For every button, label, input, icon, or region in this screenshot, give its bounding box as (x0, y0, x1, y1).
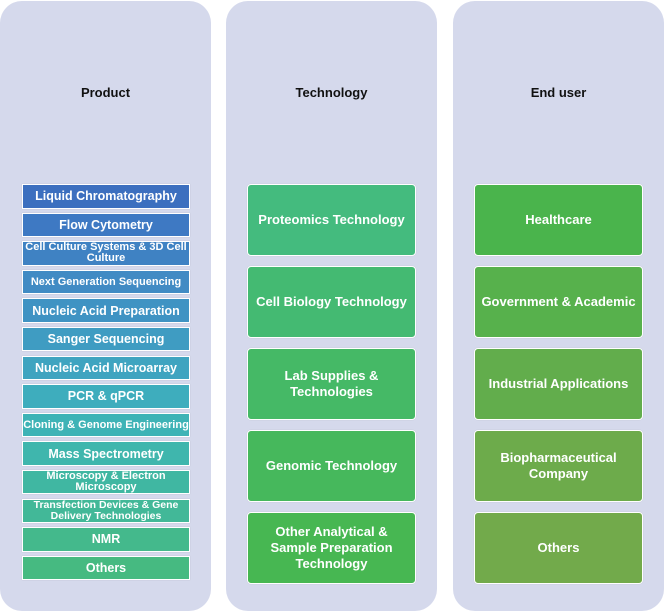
product-column: Product Liquid Chromatography Flow Cytom… (0, 1, 211, 611)
product-item-sanger-sequencing: Sanger Sequencing (22, 326, 190, 352)
product-item-liquid-chromatography: Liquid Chromatography (22, 184, 190, 209)
end-user-list: Healthcare Government & Academic Industr… (474, 184, 643, 594)
end-user-item-government-academic: Government & Academic (474, 266, 643, 338)
end-user-item-industrial-applications: Industrial Applications (474, 348, 643, 420)
product-item-others: Others (22, 555, 190, 581)
product-item-pcr-qpcr: PCR & qPCR (22, 384, 190, 409)
end-user-item-healthcare: Healthcare (474, 184, 643, 256)
product-item-transfection-devices: Transfection Devices & Gene Delivery Tec… (22, 498, 190, 524)
product-column-title: Product (80, 85, 131, 100)
product-item-microscopy: Microscopy & Electron Microscopy (22, 469, 190, 495)
technology-column-title: Technology (295, 85, 368, 100)
end-user-item-biopharmaceutical: Biopharmaceutical Company (474, 430, 643, 502)
product-item-nmr: NMR (22, 527, 190, 552)
technology-list: Proteomics Technology Cell Biology Techn… (247, 184, 416, 594)
product-item-nucleic-acid-microarray: Nucleic Acid Microarray (22, 355, 190, 381)
end-user-column-title: End user (530, 85, 587, 100)
product-item-cell-culture-systems: Cell Culture Systems & 3D Cell Culture (22, 241, 190, 266)
product-item-cloning-genome-engineering: Cloning & Genome Engineering (22, 412, 190, 438)
product-item-flow-cytometry: Flow Cytometry (22, 212, 190, 238)
technology-item-proteomics: Proteomics Technology (247, 184, 416, 256)
product-item-mass-spectrometry: Mass Spectrometry (22, 441, 190, 466)
end-user-column: End user Healthcare Government & Academi… (453, 1, 664, 611)
end-user-item-others: Others (474, 512, 643, 584)
product-item-next-generation-sequencing: Next Generation Sequencing (22, 269, 190, 295)
product-list: Liquid Chromatography Flow Cytometry Cel… (22, 184, 190, 584)
technology-item-cell-biology: Cell Biology Technology (247, 266, 416, 338)
technology-column: Technology Proteomics Technology Cell Bi… (226, 1, 437, 611)
technology-item-other-analytical: Other Analytical & Sample Preparation Te… (247, 512, 416, 584)
technology-item-lab-supplies: Lab Supplies & Technologies (247, 348, 416, 420)
technology-item-genomic: Genomic Technology (247, 430, 416, 502)
product-item-nucleic-acid-preparation: Nucleic Acid Preparation (22, 298, 190, 323)
